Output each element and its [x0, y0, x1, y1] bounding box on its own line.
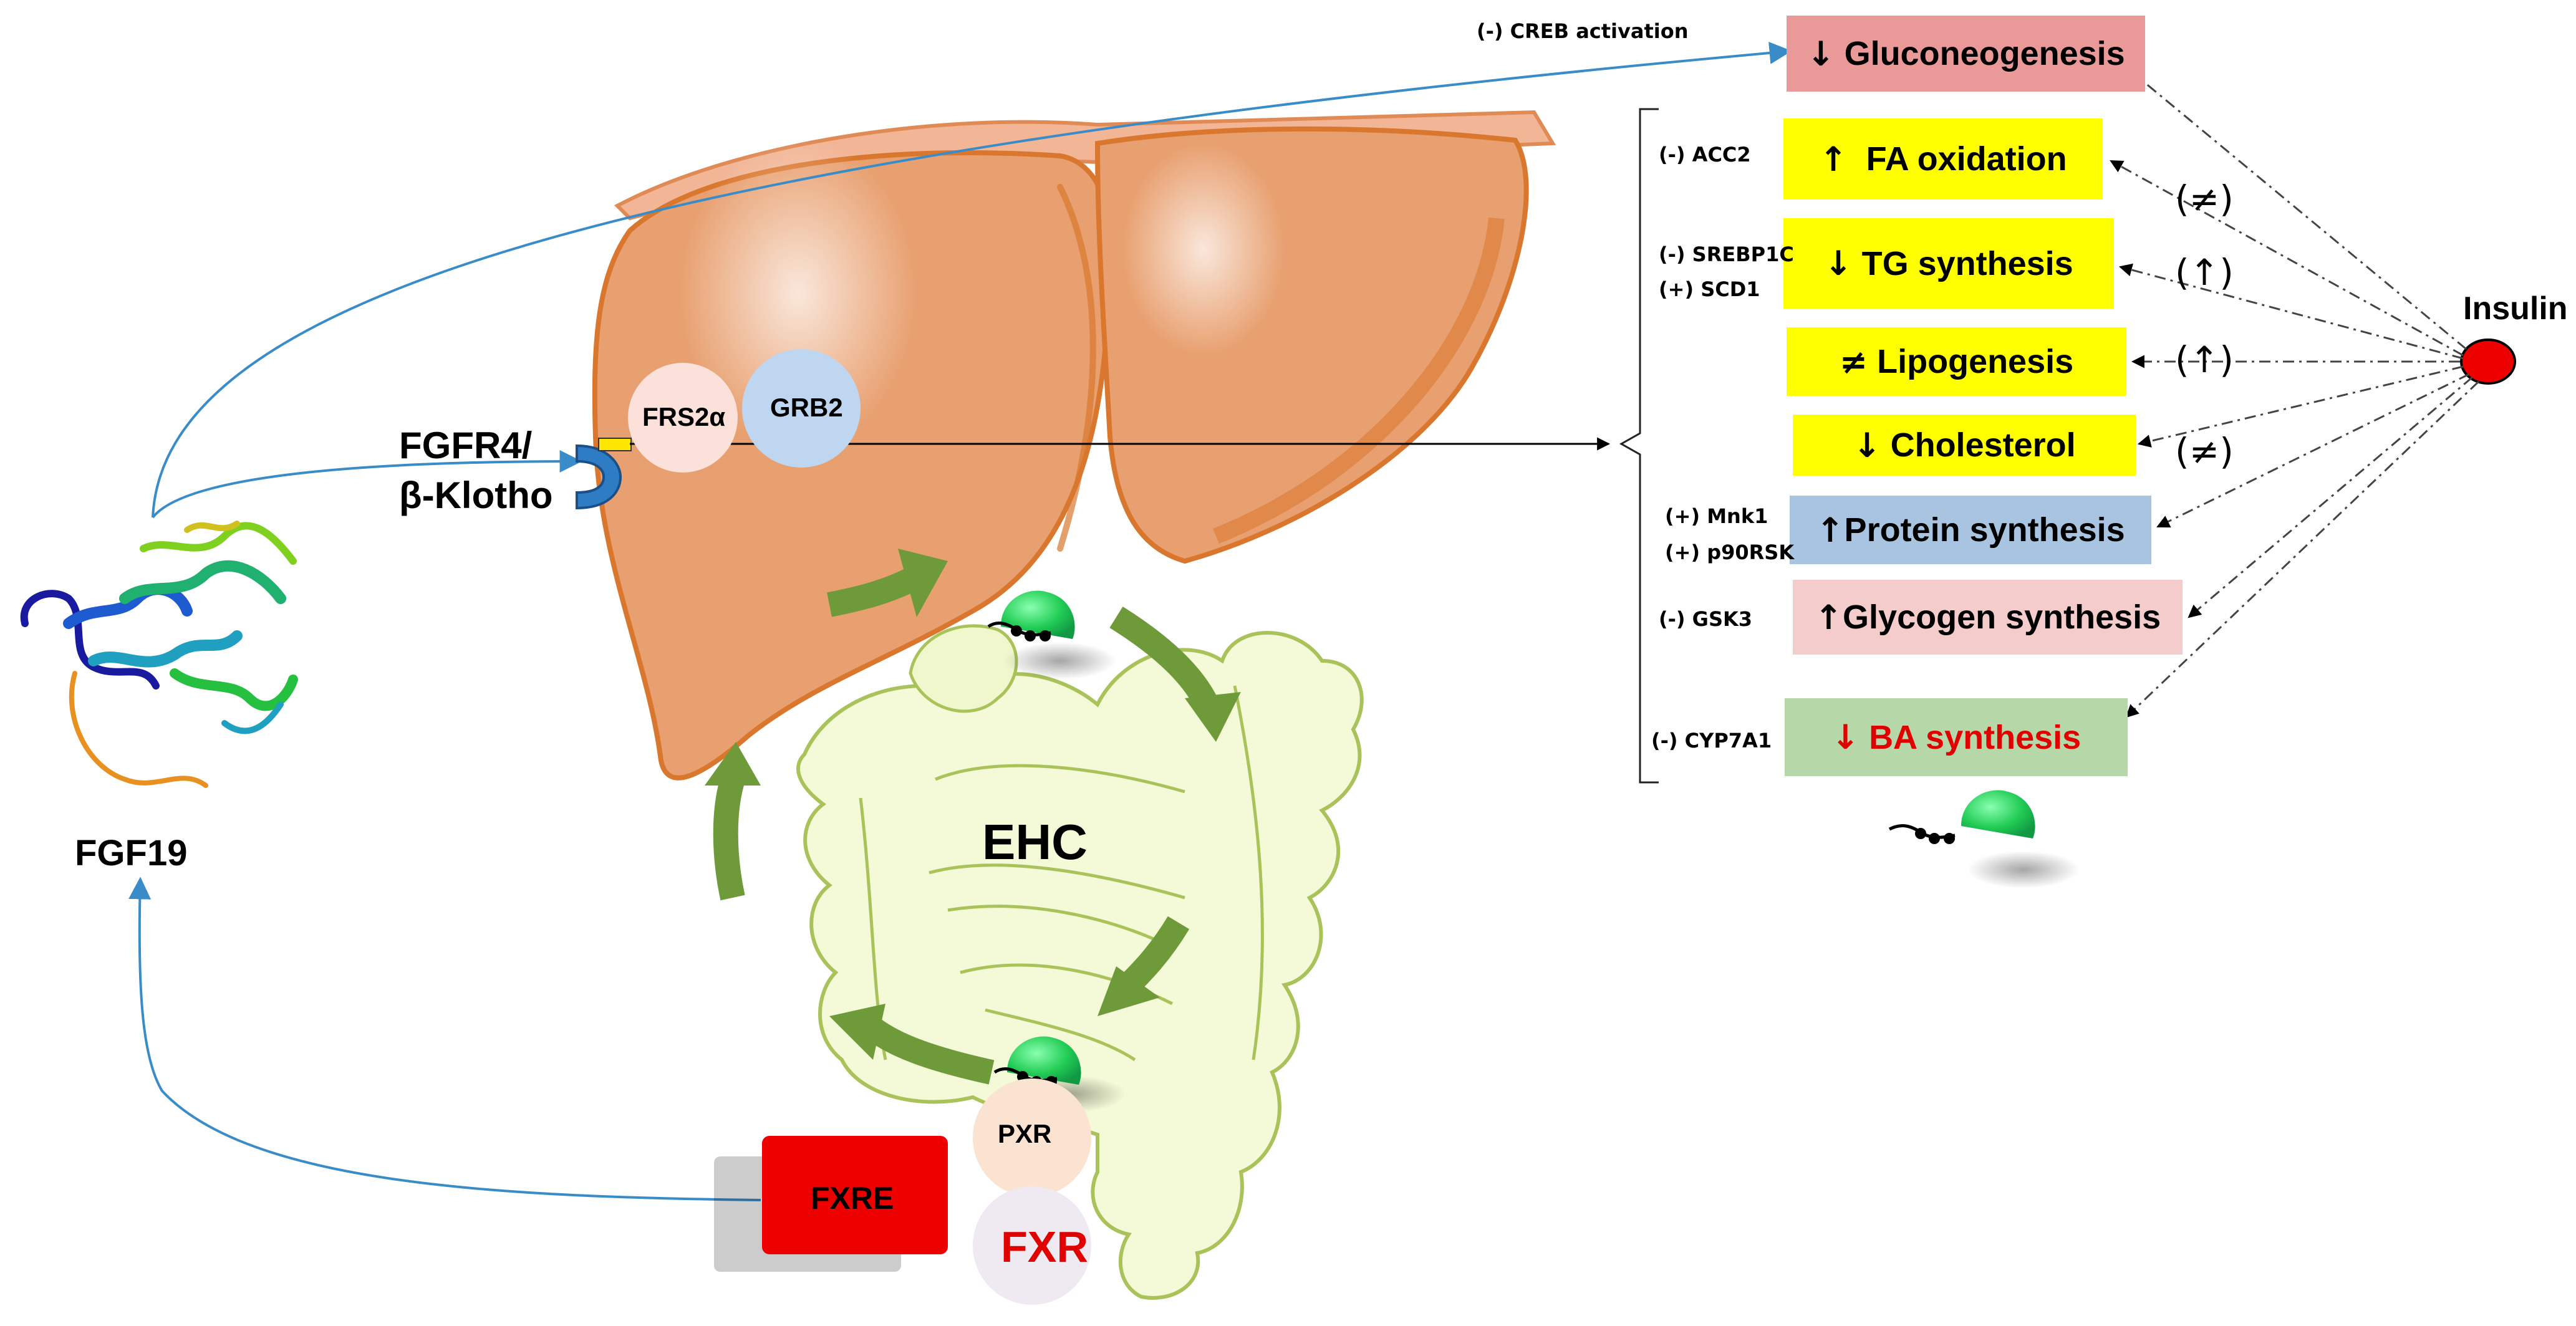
effect-gluconeogenesis: ↓ Gluconeogenesis — [1787, 16, 2145, 92]
effect-text: Gluconeogenesis — [1844, 35, 2125, 72]
insulin-effect-symbol: (≠) — [2175, 430, 2234, 473]
fxre-box — [762, 1136, 948, 1254]
pxr-node — [973, 1079, 1091, 1197]
ehc-flow-arrows — [705, 549, 1241, 1085]
fgfr4-receptor-symbol — [576, 438, 632, 510]
fgf19-protein-structure — [20, 521, 298, 788]
ehc-label: EHC — [982, 814, 1088, 870]
effect-text: Cholesterol — [1890, 426, 2076, 464]
grb2-node — [742, 349, 861, 468]
effect-text: TG synthesis — [1861, 244, 2073, 282]
grb2-label: GRB2 — [770, 393, 843, 422]
modulator-label: (-) SREBP1C — [1659, 243, 1794, 266]
effect-arrow: ≠ — [1839, 342, 1868, 382]
modulator-label: (+) p90RSK — [1665, 540, 1795, 564]
effect-arrow: ↓ — [1824, 244, 1853, 283]
effect-fa-oxidation: ↑ FA oxidation — [1783, 118, 2103, 199]
modulator-label: (-) GSK3 — [1659, 607, 1753, 631]
modulator-label: (-) ACC2 — [1659, 143, 1751, 166]
fxr-label: FXR — [1001, 1223, 1088, 1271]
effect-arrow: ↑ — [1814, 597, 1843, 637]
effect-lipogenesis: ≠ Lipogenesis — [1787, 327, 2126, 396]
effect-arrow: ↓ — [1831, 718, 1860, 757]
effect-text: Protein synthesis — [1844, 511, 2125, 549]
effect-text: Lipogenesis — [1877, 343, 2074, 380]
effect-arrow: ↓ — [1807, 34, 1835, 74]
fgf19-label: FGF19 — [75, 833, 188, 873]
effect-protein-synthesis: ↑Protein synthesis — [1790, 496, 2151, 564]
effect-arrow: ↑ — [1819, 139, 1848, 179]
receptor-label-line1: FGFR4/ — [399, 425, 533, 466]
fgf19-to-receptor-arrow — [152, 450, 582, 519]
effect-text: FA oxidation — [1866, 140, 2067, 178]
intestine-illustration — [796, 624, 1364, 1300]
fgf19-to-gluconeogenesis-arrow — [152, 41, 1792, 518]
pxr-label: PXR — [998, 1119, 1052, 1148]
effects-bracket — [1619, 108, 1659, 784]
insulin-effect-symbol: (↑) — [2175, 339, 2234, 381]
fxr-node — [973, 1186, 1091, 1305]
modulator-label: (-) CYP7A1 — [1651, 729, 1772, 752]
frs2a-node — [628, 363, 738, 473]
effect-arrow: ↑ — [1816, 510, 1845, 550]
effect-tg-synthesis: ↓ TG synthesis — [1783, 218, 2114, 309]
effect-glycogen-synthesis: ↑Glycogen synthesis — [1793, 580, 2183, 655]
liver-illustration — [592, 110, 1556, 781]
effect-cholesterol: ↓ Cholesterol — [1793, 415, 2136, 476]
bacteria-icon — [1888, 790, 2080, 888]
effect-text: BA synthesis — [1869, 718, 2082, 756]
effect-arrow: ↓ — [1853, 425, 1881, 465]
effect-text: Glycogen synthesis — [1843, 598, 2161, 636]
insulin-label: Insulin — [2463, 291, 2568, 327]
frs2a-label: FRS2α — [642, 402, 726, 431]
bacteria-icon — [987, 590, 1116, 680]
insulin-arrows — [2100, 46, 2480, 718]
insulin-node — [2460, 339, 2516, 385]
insulin-effect-symbol: (≠) — [2175, 178, 2234, 220]
insulin-effect-symbol: (↑) — [2175, 251, 2234, 294]
modulator-label: (+) Mnk1 — [1665, 504, 1768, 528]
modulator-label: (+) SCD1 — [1659, 277, 1760, 301]
effect-ba-synthesis: ↓ BA synthesis — [1785, 698, 2128, 776]
fxre-to-fgf19-arrow — [128, 877, 761, 1201]
fxre-label: FXRE — [811, 1181, 894, 1216]
receptor-label-line2: β-Klotho — [399, 474, 553, 516]
creb-label: (-) CREB activation — [1477, 19, 1689, 43]
